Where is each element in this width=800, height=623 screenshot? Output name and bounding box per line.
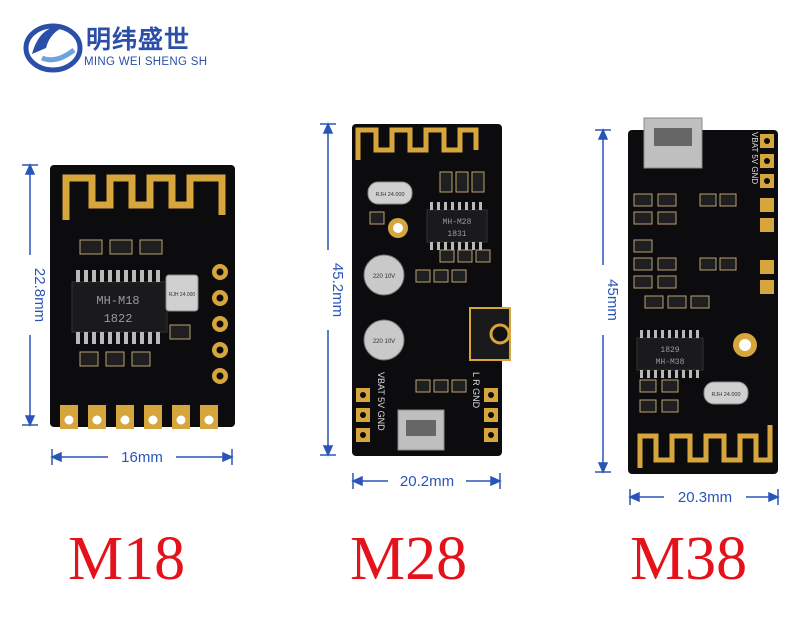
brand-name-cn: 明纬盛世 [86,25,191,54]
m28-cap-label-2: 220 10V [373,339,395,345]
m38-crystal-label: RJH 24.000 [711,392,740,398]
m38-width-label: 20.3mm [678,489,732,506]
m28-width-label: 20.2mm [400,473,454,490]
m38-chip-code: 1829 [660,346,679,355]
m28-pin-labels-right: L R GND [471,372,481,409]
m38-chip-label: MH-M38 [656,358,685,367]
swirl-logo-icon [23,23,83,73]
m28-model-label: M28 [350,525,468,593]
brand-name-en: MING WEI SHENG SH [84,56,208,68]
m28-chip-code: 1831 [447,230,466,239]
m18-model-label: M18 [68,525,186,593]
m18-chip-code: 1822 [104,312,133,326]
m38-height-label: 45mm [604,279,621,321]
m28-chip-label: MH-M28 [443,218,472,227]
m18-width-label: 16mm [121,449,163,466]
m38-pin-labels: VBAT 5V GND [750,132,759,184]
brand-logo [22,14,84,76]
m28-pin-labels: VBAT 5V GND [376,372,386,431]
m28-height-label: 45.2mm [329,263,346,317]
m18-crystal-label: RJH 24.000 [169,292,196,298]
m38-model-label: M38 [630,525,748,593]
m18-height-label: 22.8mm [31,268,48,322]
m28-crystal-label: RJH 24.000 [375,192,404,198]
m18-chip-label: MH-M18 [96,294,139,308]
m28-cap-label-1: 220 10V [373,274,395,280]
